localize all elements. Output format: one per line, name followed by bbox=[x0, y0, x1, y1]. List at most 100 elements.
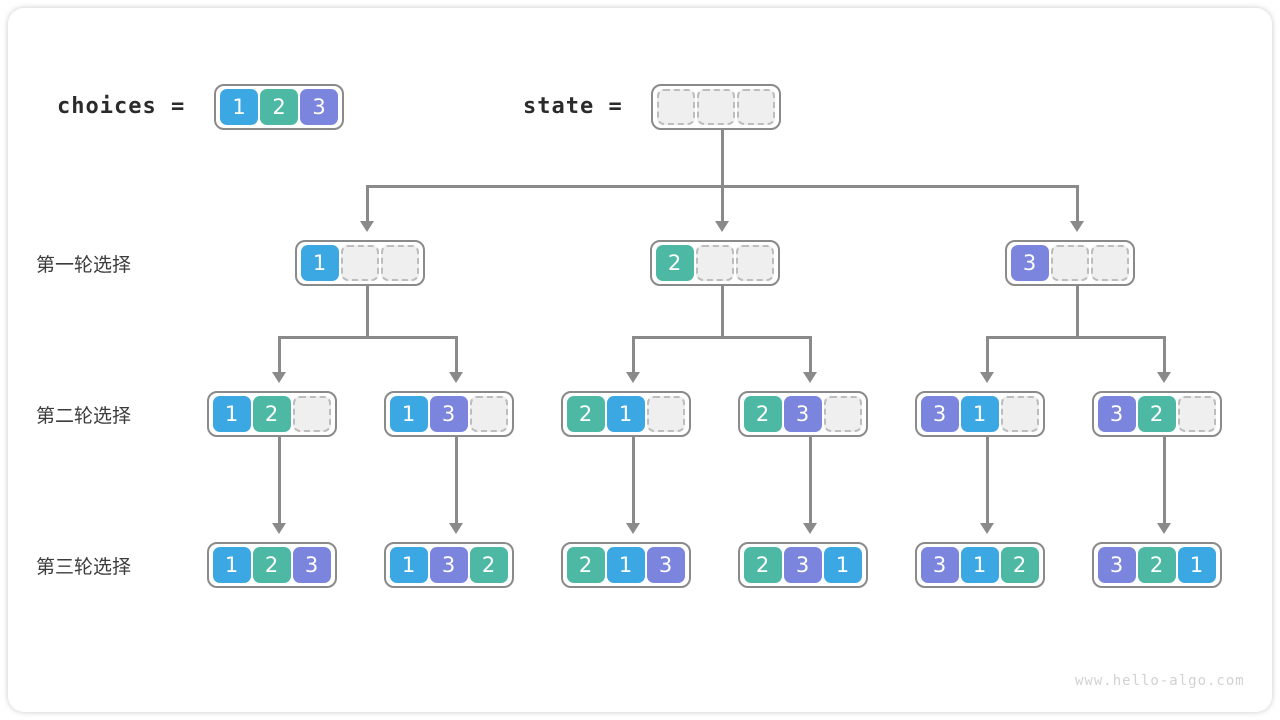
connector-l1a-stem bbox=[366, 286, 369, 338]
arrow-l2c-to-l3c bbox=[626, 523, 640, 534]
tree-node-r1-n3: 3 bbox=[1004, 240, 1135, 286]
connector-l1c-stem bbox=[1076, 286, 1079, 338]
r3-n3-cell-2: 3 bbox=[646, 547, 685, 583]
connector-l2e-stem bbox=[986, 437, 989, 525]
connector-l2c-stem bbox=[632, 437, 635, 525]
arrow-l2b-to-l3b bbox=[449, 523, 463, 534]
choices-label: choices = bbox=[57, 94, 186, 119]
tree-node-r1-n1: 1 bbox=[294, 240, 425, 286]
r2-n1-cell-0: 1 bbox=[212, 396, 251, 432]
connector-l2f-stem bbox=[1163, 437, 1166, 525]
r2-n5-cell-1: 1 bbox=[960, 396, 999, 432]
connector-l1b-stem bbox=[721, 286, 724, 338]
row-label-round-2: 第二轮选择 bbox=[36, 405, 132, 427]
arrow-l2d-to-l3d bbox=[803, 523, 817, 534]
connector-root-branch-2 bbox=[721, 185, 724, 223]
r2-n6-cell-2 bbox=[1177, 396, 1216, 432]
r1-n3-cell-0: 3 bbox=[1010, 245, 1049, 281]
state-array bbox=[651, 84, 781, 130]
arrow-root-to-node-1 bbox=[360, 221, 374, 232]
arrow-l1b-to-l2c bbox=[626, 372, 640, 383]
connector-l2a-stem bbox=[278, 437, 281, 525]
arrow-l2a-to-l3a bbox=[272, 523, 286, 534]
r1-n1-cell-0: 1 bbox=[300, 245, 339, 281]
arrow-root-to-node-2 bbox=[715, 221, 729, 232]
r3-n4-cell-2: 1 bbox=[823, 547, 862, 583]
r2-n1-cell-1: 2 bbox=[252, 396, 291, 432]
r3-n5-cell-2: 2 bbox=[1000, 547, 1039, 583]
r2-n3-cell-2 bbox=[646, 396, 685, 432]
r3-n1-cell-0: 1 bbox=[212, 547, 251, 583]
r2-n6-cell-0: 3 bbox=[1097, 396, 1136, 432]
connector-l1a-bar bbox=[279, 336, 456, 339]
r2-n5-cell-0: 3 bbox=[920, 396, 959, 432]
r2-n1-cell-2 bbox=[292, 396, 331, 432]
connector-l1b-bar bbox=[633, 336, 810, 339]
arrow-l1c-to-l2f bbox=[1157, 372, 1171, 383]
r1-n3-cell-1 bbox=[1050, 245, 1089, 281]
connector-root-branch-3 bbox=[1076, 185, 1079, 223]
r3-n5-cell-1: 1 bbox=[960, 547, 999, 583]
r2-n2-cell-0: 1 bbox=[389, 396, 428, 432]
arrow-root-to-node-3 bbox=[1070, 221, 1084, 232]
choices-cell-2: 3 bbox=[300, 89, 338, 125]
r1-n3-cell-2 bbox=[1090, 245, 1129, 281]
connector-root-branch-1 bbox=[366, 185, 369, 223]
r2-n3-cell-1: 1 bbox=[606, 396, 645, 432]
r3-n1-cell-1: 2 bbox=[252, 547, 291, 583]
state-cell-0 bbox=[657, 89, 695, 125]
row-label-round-1: 第一轮选择 bbox=[36, 254, 132, 276]
connector-l1b-branch-1 bbox=[632, 336, 635, 374]
arrow-l2e-to-l3e bbox=[980, 523, 994, 534]
choices-cell-0: 1 bbox=[220, 89, 258, 125]
watermark: www.hello-algo.com bbox=[1075, 673, 1245, 689]
r3-n2-cell-2: 2 bbox=[469, 547, 508, 583]
r1-n1-cell-1 bbox=[340, 245, 379, 281]
connector-l1c-branch-1 bbox=[986, 336, 989, 374]
connector-l1b-branch-2 bbox=[809, 336, 812, 374]
arrow-l1b-to-l2d bbox=[803, 372, 817, 383]
diagram-frame bbox=[8, 8, 1272, 712]
arrow-l1c-to-l2e bbox=[980, 372, 994, 383]
connector-l2d-stem bbox=[809, 437, 812, 525]
r3-n1-cell-2: 3 bbox=[292, 547, 331, 583]
r2-n4-cell-2 bbox=[823, 396, 862, 432]
tree-node-r1-n2: 2 bbox=[649, 240, 780, 286]
r3-n2-cell-1: 3 bbox=[429, 547, 468, 583]
r2-n2-cell-1: 3 bbox=[429, 396, 468, 432]
arrow-l1a-to-l2b bbox=[449, 372, 463, 383]
r3-n6-cell-0: 3 bbox=[1097, 547, 1136, 583]
r3-n2-cell-0: 1 bbox=[389, 547, 428, 583]
arrow-l2f-to-l3f bbox=[1157, 523, 1171, 534]
connector-l1a-branch-2 bbox=[455, 336, 458, 374]
r2-n4-cell-0: 2 bbox=[743, 396, 782, 432]
r1-n2-cell-1 bbox=[695, 245, 734, 281]
r2-n4-cell-1: 3 bbox=[783, 396, 822, 432]
connector-root-stem bbox=[721, 130, 724, 186]
state-label: state = bbox=[523, 94, 623, 119]
r3-n3-cell-0: 2 bbox=[566, 547, 605, 583]
connector-l1c-bar bbox=[987, 336, 1164, 339]
r2-n2-cell-2 bbox=[469, 396, 508, 432]
r1-n2-cell-0: 2 bbox=[655, 245, 694, 281]
arrow-l1a-to-l2a bbox=[272, 372, 286, 383]
r3-n3-cell-1: 1 bbox=[606, 547, 645, 583]
r2-n5-cell-2 bbox=[1000, 396, 1039, 432]
r3-n5-cell-0: 3 bbox=[920, 547, 959, 583]
r2-n6-cell-1: 2 bbox=[1137, 396, 1176, 432]
connector-l2b-stem bbox=[455, 437, 458, 525]
r3-n4-cell-1: 3 bbox=[783, 547, 822, 583]
